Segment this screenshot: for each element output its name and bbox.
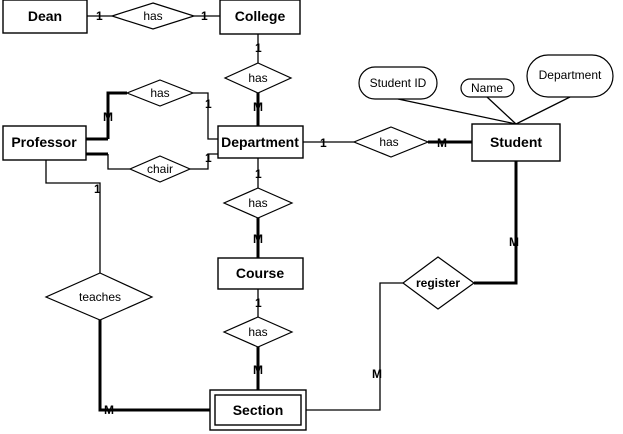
- attr-student-id: [358, 66, 438, 100]
- card-student-side-register: M: [509, 235, 519, 249]
- entity-department-label: Department: [221, 134, 299, 150]
- entity-department: [217, 125, 304, 159]
- line-professor-teaches: [45, 160, 101, 273]
- rel-course-section-label: has: [248, 325, 267, 339]
- card-professor-side-has: M: [103, 110, 113, 124]
- entity-college: [219, 0, 301, 35]
- line-bracket-chair-right: [190, 153, 218, 170]
- entity-course-label: Course: [236, 265, 284, 281]
- rel-dean-college: [110, 2, 196, 30]
- line-name-student: [486, 96, 517, 125]
- rel-professor-department-has-label: has: [150, 86, 169, 100]
- card-section-side-teaches: M: [104, 403, 114, 417]
- card-course-side-section: 1: [255, 296, 262, 310]
- rel-student-section-label: register: [416, 276, 460, 290]
- attr-student-id-label: Student ID: [370, 76, 427, 90]
- rel-dean-college-label: has: [143, 9, 162, 23]
- card-student-side-department: M: [437, 136, 447, 150]
- line-deptattr-student: [515, 96, 571, 125]
- rel-student-section: [401, 256, 476, 310]
- card-section-side-register: M: [372, 367, 382, 381]
- rel-department-student: [352, 126, 430, 158]
- rel-department-student-label: has: [379, 135, 398, 149]
- entity-course: [217, 257, 304, 290]
- attr-department-label: Department: [539, 68, 602, 82]
- rel-professor-section: [44, 272, 154, 321]
- card-college-side-department: 1: [255, 41, 262, 55]
- attr-name-label: Name: [471, 81, 503, 95]
- entity-professor-label: Professor: [11, 134, 77, 150]
- attr-department: [526, 54, 614, 98]
- line-teaches-section: [98, 320, 210, 412]
- line-register-section: [306, 282, 403, 411]
- line-studentid-student: [397, 98, 517, 125]
- rel-professor-department-has: [125, 79, 195, 107]
- entity-student: [471, 123, 561, 162]
- rel-professor-department-chair: [128, 155, 192, 183]
- card-dean-side: 1: [96, 9, 103, 23]
- entity-dean: [2, 0, 88, 34]
- line-bracket-has-right: [193, 92, 218, 140]
- rel-professor-department-chair-label: chair: [147, 162, 173, 176]
- line-bracket-has-left: [106, 91, 127, 139]
- entity-dean-label: Dean: [28, 8, 62, 24]
- rel-department-course-label: has: [248, 196, 267, 210]
- line-bracket-chair-left: [107, 154, 130, 170]
- rel-department-course: [222, 187, 294, 219]
- rel-professor-section-label: teaches: [79, 290, 121, 304]
- entity-college-label: College: [235, 8, 286, 24]
- card-department-side-college: M: [253, 100, 263, 114]
- rel-college-department: [223, 62, 293, 94]
- entity-section-inner: [214, 394, 302, 426]
- entity-professor: [2, 125, 87, 161]
- rel-course-section: [222, 316, 294, 348]
- card-department-side-has: 1: [205, 97, 212, 111]
- card-college-side-dean: 1: [201, 9, 208, 23]
- entity-section-label: Section: [233, 402, 284, 418]
- rel-college-department-label: has: [248, 71, 267, 85]
- entity-student-label: Student: [490, 134, 542, 150]
- card-department-side-course: 1: [255, 167, 262, 181]
- card-professor-side-teaches: 1: [94, 182, 101, 196]
- card-department-side-chair: 1: [205, 151, 212, 165]
- line-student-register: [474, 161, 518, 285]
- card-department-side-student: 1: [320, 136, 327, 150]
- card-course-side-department: M: [253, 232, 263, 246]
- attr-name: [460, 78, 515, 98]
- card-section-side-course: M: [253, 363, 263, 377]
